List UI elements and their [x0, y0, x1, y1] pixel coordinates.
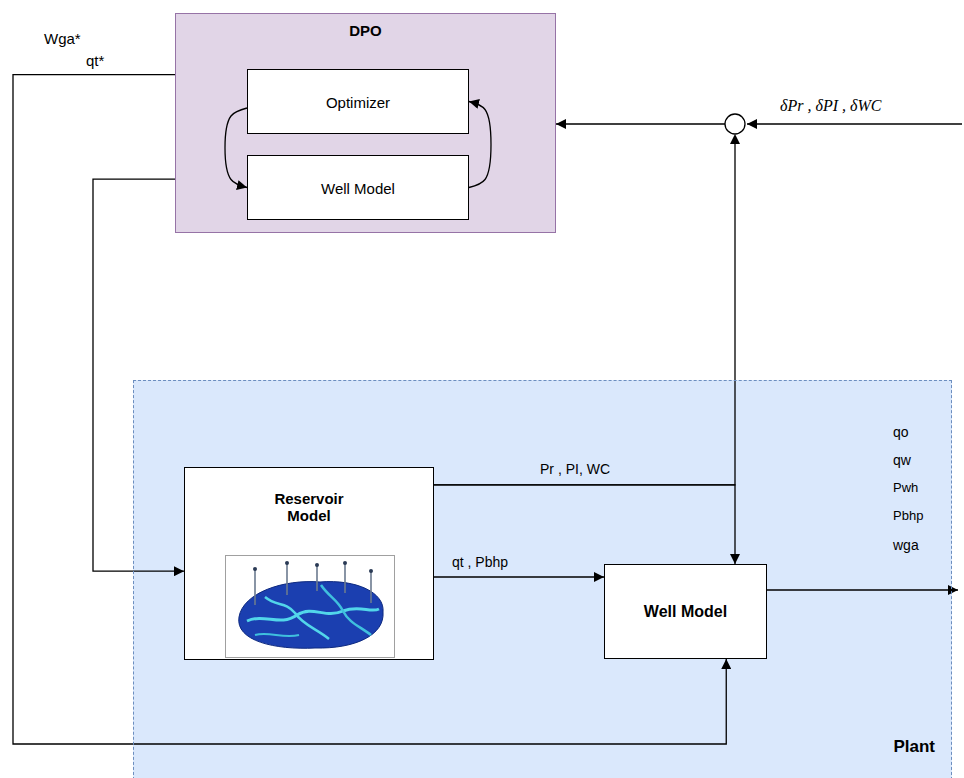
- connector: [434, 576, 604, 577]
- summing-junction: [725, 114, 745, 134]
- model-box: Reservoir Model: [184, 467, 434, 660]
- reservoir-illustration: [225, 555, 395, 658]
- signal-name: qt*: [86, 52, 104, 69]
- connector: [434, 124, 735, 485]
- signal-name: qt , Pbhp: [452, 554, 508, 570]
- node-label: DPO: [349, 22, 382, 39]
- signal-name: δPr , δPI , δWC: [780, 97, 881, 115]
- signal-name: Wga*: [44, 30, 81, 47]
- process-box: Well Model: [247, 155, 469, 220]
- node-label: Optimizer: [326, 93, 390, 110]
- signal-name: Pwh: [893, 480, 918, 495]
- output-line: [766, 589, 958, 590]
- node-label: Well Model: [321, 179, 395, 196]
- node-fill: [175, 13, 556, 233]
- connector: [469, 102, 491, 188]
- node-label: Reservoir Model: [259, 490, 359, 524]
- node-label: Plant: [893, 737, 935, 757]
- process-box: Optimizer: [247, 69, 469, 134]
- signal-name: wga: [893, 537, 919, 553]
- signal-name: qo: [893, 424, 909, 440]
- signal-name: Pbhp: [893, 508, 923, 523]
- node-fill: [133, 380, 952, 778]
- connector: [225, 108, 247, 188]
- input-line: [747, 123, 962, 124]
- optimization-block: OptimizerWell Model DPO: [175, 13, 556, 233]
- model-box: Well Model: [604, 564, 767, 659]
- node-fill: [247, 69, 469, 134]
- signal-name: Pr , PI, WC: [540, 461, 610, 477]
- connector: [13, 75, 726, 744]
- node-fill: [604, 564, 767, 659]
- connector: [93, 179, 184, 571]
- node-fill: [184, 467, 434, 660]
- signal-name: qw: [893, 452, 911, 468]
- arrow-head: [730, 134, 740, 144]
- plant-region: Reservoir ModelWell ModelPlant: [133, 380, 952, 778]
- connector: [434, 485, 735, 564]
- node-fill: [247, 155, 469, 220]
- node-label: Well Model: [644, 603, 727, 621]
